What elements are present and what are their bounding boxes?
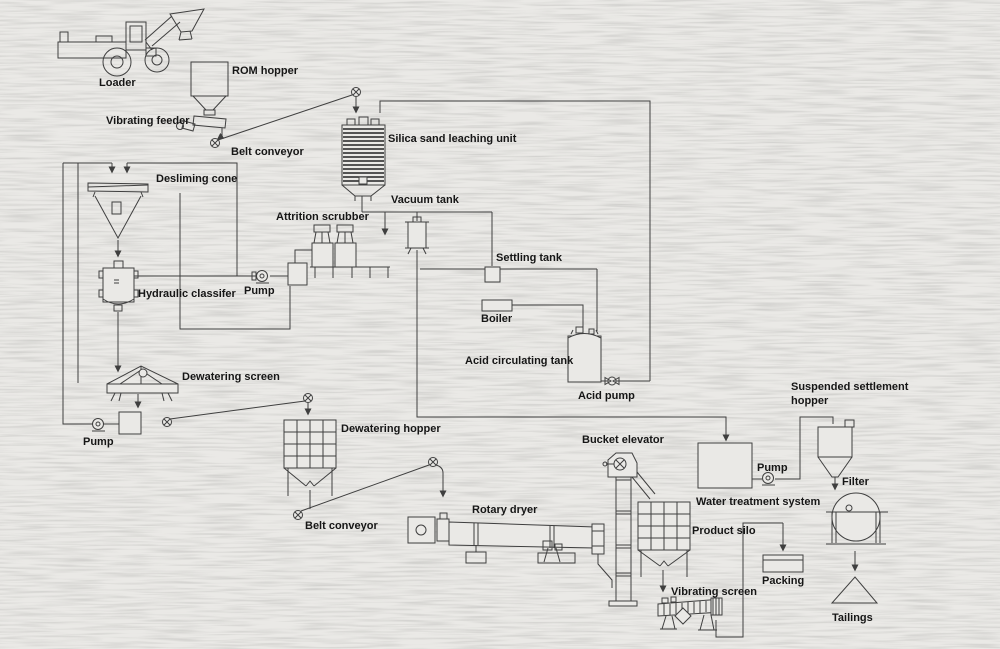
- bucket-elevator: [602, 452, 656, 607]
- attrition-scrubber: [310, 224, 390, 278]
- water-treatment-system: [697, 442, 753, 489]
- product-silo: [637, 501, 691, 577]
- tailings: [830, 576, 879, 604]
- acid-pump: [604, 376, 620, 386]
- label-suspended-settlement-hopper-line1: Suspended settlement: [791, 381, 909, 393]
- rom-hopper: [190, 61, 229, 116]
- hydraulic-classifier: [98, 260, 139, 312]
- label-belt-conveyor-upper: Belt conveyor: [231, 146, 304, 158]
- dewatering-screen: [106, 365, 179, 402]
- label-silica-sand-leaching-unit: Silica sand leaching unit: [388, 133, 517, 145]
- slurry-box: [118, 411, 142, 435]
- vibrating-feeder: [176, 115, 227, 132]
- label-packing: Packing: [762, 575, 804, 587]
- belt-conveyor-1: [210, 87, 361, 148]
- suspended-settlement-hopper: [817, 419, 855, 481]
- pump-dewatering: [92, 418, 105, 432]
- pump-scrubber: [251, 270, 269, 284]
- label-settling-tank: Settling tank: [496, 252, 563, 264]
- label-acid-circulating-tank: Acid circulating tank: [465, 355, 574, 367]
- label-rom-hopper: ROM hopper: [232, 65, 299, 77]
- process-lines: [62, 94, 859, 638]
- label-boiler: Boiler: [481, 313, 513, 325]
- rotary-dryer: [407, 512, 605, 564]
- label-water-treatment-system: Water treatment system: [696, 496, 821, 508]
- dewatering-hopper: [283, 419, 337, 496]
- packing: [762, 554, 804, 573]
- label-filter: Filter: [842, 476, 870, 488]
- desliming-cone: [87, 182, 149, 240]
- label-hydraulic-classifier: Hydraulic classifer: [138, 288, 237, 300]
- label-product-silo: Product silo: [692, 525, 756, 537]
- labels: Loader ROM hopper Vibrating feeder Belt …: [83, 65, 909, 624]
- pump-water-treatment: [762, 472, 775, 486]
- label-vibrating-screen: Vibrating screen: [671, 586, 757, 598]
- label-vibrating-feeder: Vibrating feeder: [106, 115, 190, 127]
- vacuum-tank: [405, 216, 429, 255]
- belt-conveyor-3: [293, 457, 438, 520]
- label-acid-pump: Acid pump: [578, 390, 635, 402]
- vibrating-screen: [657, 596, 723, 631]
- label-belt-conveyor-lower: Belt conveyor: [305, 520, 378, 532]
- filter: [826, 492, 888, 545]
- loader: [57, 8, 205, 77]
- acid-circulating-tank: [567, 326, 602, 383]
- label-pump-water-treatment: Pump: [757, 462, 788, 474]
- scrubber-feed-box: [287, 262, 308, 286]
- boiler: [481, 299, 513, 312]
- silica-sand-leaching-unit: [341, 116, 386, 212]
- label-pump-dewatering: Pump: [83, 436, 114, 448]
- label-desliming-cone: Desliming cone: [156, 173, 237, 185]
- label-tailings: Tailings: [832, 612, 873, 624]
- label-dewatering-screen: Dewatering screen: [182, 371, 280, 383]
- label-attrition-scrubber: Attrition scrubber: [276, 211, 370, 223]
- label-vacuum-tank: Vacuum tank: [391, 194, 460, 206]
- label-pump-scrubber: Pump: [244, 285, 275, 297]
- label-dewatering-hopper: Dewatering hopper: [341, 423, 441, 435]
- label-suspended-settlement-hopper-line2: hopper: [791, 395, 829, 407]
- settling-tank: [484, 266, 501, 283]
- label-loader: Loader: [99, 77, 136, 89]
- label-bucket-elevator: Bucket elevator: [582, 434, 665, 446]
- label-rotary-dryer: Rotary dryer: [472, 504, 538, 516]
- belt-conveyor-2: [162, 393, 313, 427]
